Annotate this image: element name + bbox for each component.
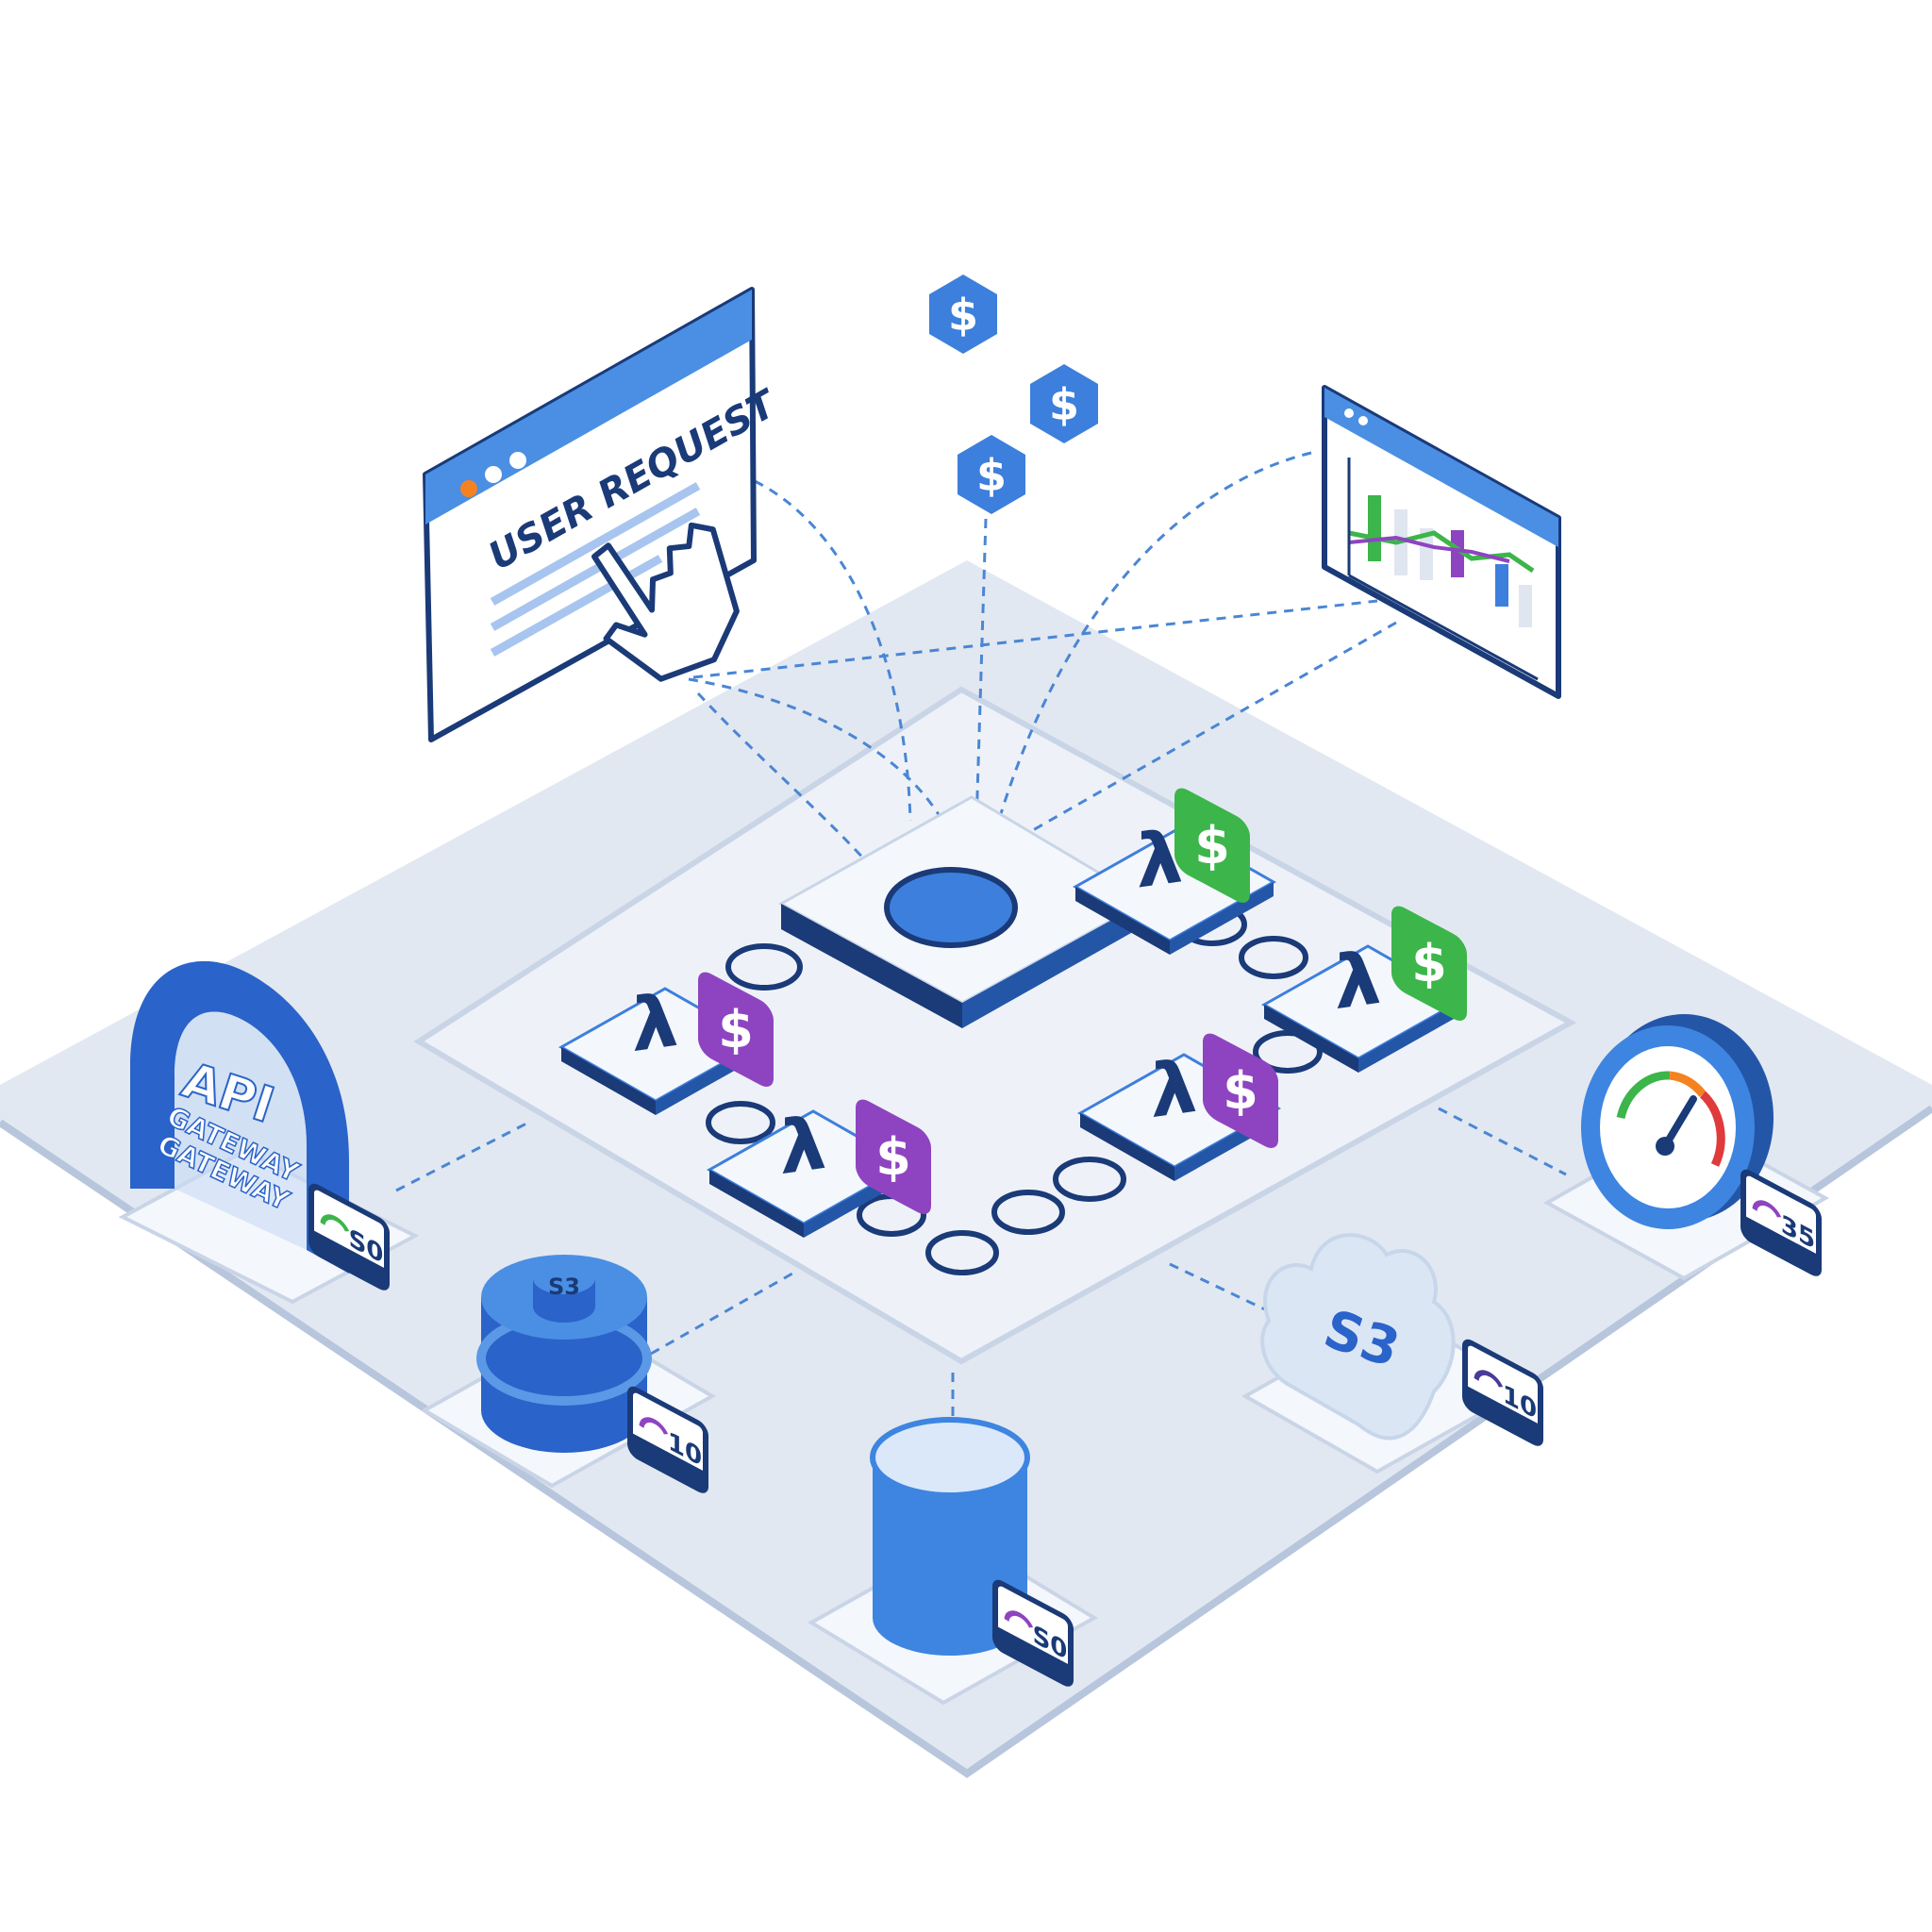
dollar-icon: $ xyxy=(718,1000,754,1059)
metric-badge: 10 xyxy=(1462,1339,1543,1446)
database-service[interactable]: S3 10 xyxy=(420,1255,717,1493)
pointer-hand-icon xyxy=(591,522,740,682)
floor-edge xyxy=(0,1105,1932,1778)
lambda-icon: λ xyxy=(1335,935,1381,1026)
gauge-arc-icon xyxy=(1616,1071,1671,1120)
storage-bucket-service[interactable]: S0 xyxy=(808,1417,1098,1706)
dollar-icon: $ xyxy=(875,1127,911,1187)
window-dot xyxy=(1344,408,1354,418)
dollar-icon: $ xyxy=(1049,379,1079,430)
window-dot xyxy=(509,452,526,469)
cost-badge xyxy=(1174,788,1250,903)
window-dot xyxy=(485,466,502,483)
lambda-function-card[interactable]: λ $ xyxy=(708,1094,931,1240)
lambda-icon: λ xyxy=(1151,1043,1197,1135)
cost-badge xyxy=(856,1099,931,1214)
dollar-icon: $ xyxy=(1223,1061,1258,1121)
metric-badge: 35 xyxy=(1740,1169,1822,1276)
user-request-window[interactable]: USER REQUEST xyxy=(423,287,785,742)
metric-badge: 10 xyxy=(627,1386,708,1493)
lambda-icon: λ xyxy=(632,977,678,1069)
cloud-icon xyxy=(1260,1233,1456,1441)
metric-badge: S0 xyxy=(308,1183,390,1291)
gauge-arc-icon xyxy=(1004,1610,1034,1628)
central-router-node xyxy=(777,795,1150,1028)
performance-gauge-service[interactable]: 35 xyxy=(1542,1014,1830,1281)
gateway-arch xyxy=(130,960,349,1274)
cost-badge xyxy=(1391,906,1467,1021)
request-flow-lines xyxy=(688,451,1397,865)
cost-badge xyxy=(1203,1033,1278,1148)
lambda-function-card[interactable]: λ $ xyxy=(1074,783,1275,957)
lambda-function-card[interactable]: λ $ xyxy=(1078,1028,1280,1183)
api-gateway-service[interactable]: API GATEWAY GATEWAY S0 xyxy=(118,960,420,1305)
gauge-arc-icon xyxy=(1752,1200,1782,1218)
currency-hex: $ xyxy=(1030,364,1098,443)
cost-badge xyxy=(698,972,774,1087)
lambda-function-card[interactable]: λ $ xyxy=(1262,901,1467,1074)
gauge-arc-icon xyxy=(639,1417,669,1435)
lambda-function-card[interactable]: λ $ xyxy=(559,967,774,1117)
lambda-icon: λ xyxy=(780,1100,826,1191)
dollar-icon: $ xyxy=(1194,816,1230,875)
gauge-arc-icon xyxy=(1474,1370,1504,1388)
window-titlebar xyxy=(1324,388,1558,547)
ring-connectors xyxy=(706,903,1323,1275)
dollar-icon: $ xyxy=(948,290,978,341)
metric-badge: S0 xyxy=(992,1579,1074,1687)
router-oval-icon xyxy=(884,867,1018,948)
inner-platform xyxy=(413,686,1577,1365)
window-titlebar xyxy=(425,290,752,525)
mini-bar-chart xyxy=(1347,458,1539,681)
window-dot xyxy=(1358,416,1368,425)
analytics-chart-window[interactable] xyxy=(1322,385,1561,699)
window-dot-orange xyxy=(460,480,477,497)
dollar-icon: $ xyxy=(976,450,1007,501)
currency-hex: $ xyxy=(929,275,997,354)
database-label: S3 xyxy=(548,1274,580,1300)
text-lines xyxy=(490,482,701,657)
cloud-storage-service[interactable]: S3 10 xyxy=(1241,1233,1543,1474)
gauge-arc-icon xyxy=(320,1214,350,1232)
dollar-icon: $ xyxy=(1411,934,1447,993)
currency-hex: $ xyxy=(958,435,1025,514)
